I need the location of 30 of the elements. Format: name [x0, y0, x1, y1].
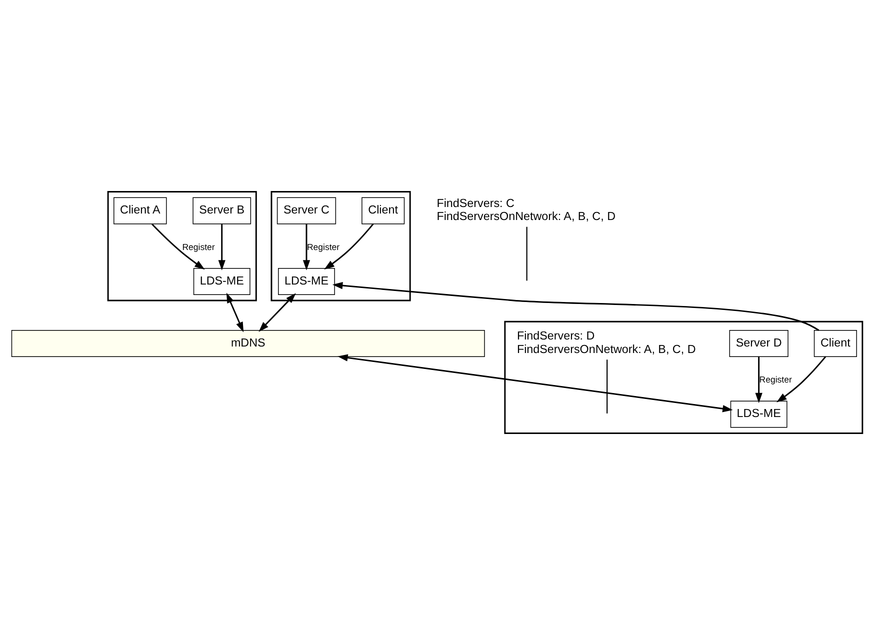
- arrow: [324, 223, 374, 270]
- cluster: [504, 320, 864, 434]
- cluster: [270, 191, 411, 302]
- connector: [606, 360, 608, 414]
- node-text: FindServers: D FindServersOnNetwork: A, B, C, D: [516, 330, 696, 356]
- arrow: [338, 354, 733, 412]
- edge-label: Register: [306, 242, 340, 252]
- node-box: Server C: [276, 197, 336, 224]
- arrow: [152, 224, 205, 270]
- edge-label: Register: [759, 374, 792, 385]
- node-box: LDS-ME: [193, 268, 250, 295]
- node-box: Client: [362, 197, 405, 224]
- arrow: [218, 224, 226, 270]
- cluster: [107, 191, 257, 302]
- arrow: [226, 292, 244, 332]
- arrow: [332, 282, 820, 331]
- node-box: Server B: [192, 197, 252, 224]
- node-box: Client A: [114, 197, 167, 224]
- node-text: FindServers: C FindServersOnNetwork: A, B, C, D: [436, 196, 616, 224]
- edge-label: Register: [182, 242, 215, 252]
- node-box: Server D: [729, 330, 788, 357]
- arrow: [776, 356, 826, 402]
- node-box: mDNS: [11, 330, 485, 357]
- node-box: LDS-ME: [278, 268, 335, 295]
- arrow: [755, 356, 762, 404]
- node-box: LDS-ME: [730, 400, 788, 428]
- connector: [526, 226, 528, 281]
- arrow: [258, 293, 296, 332]
- node-box: Client: [814, 330, 857, 357]
- arrow: [302, 224, 310, 270]
